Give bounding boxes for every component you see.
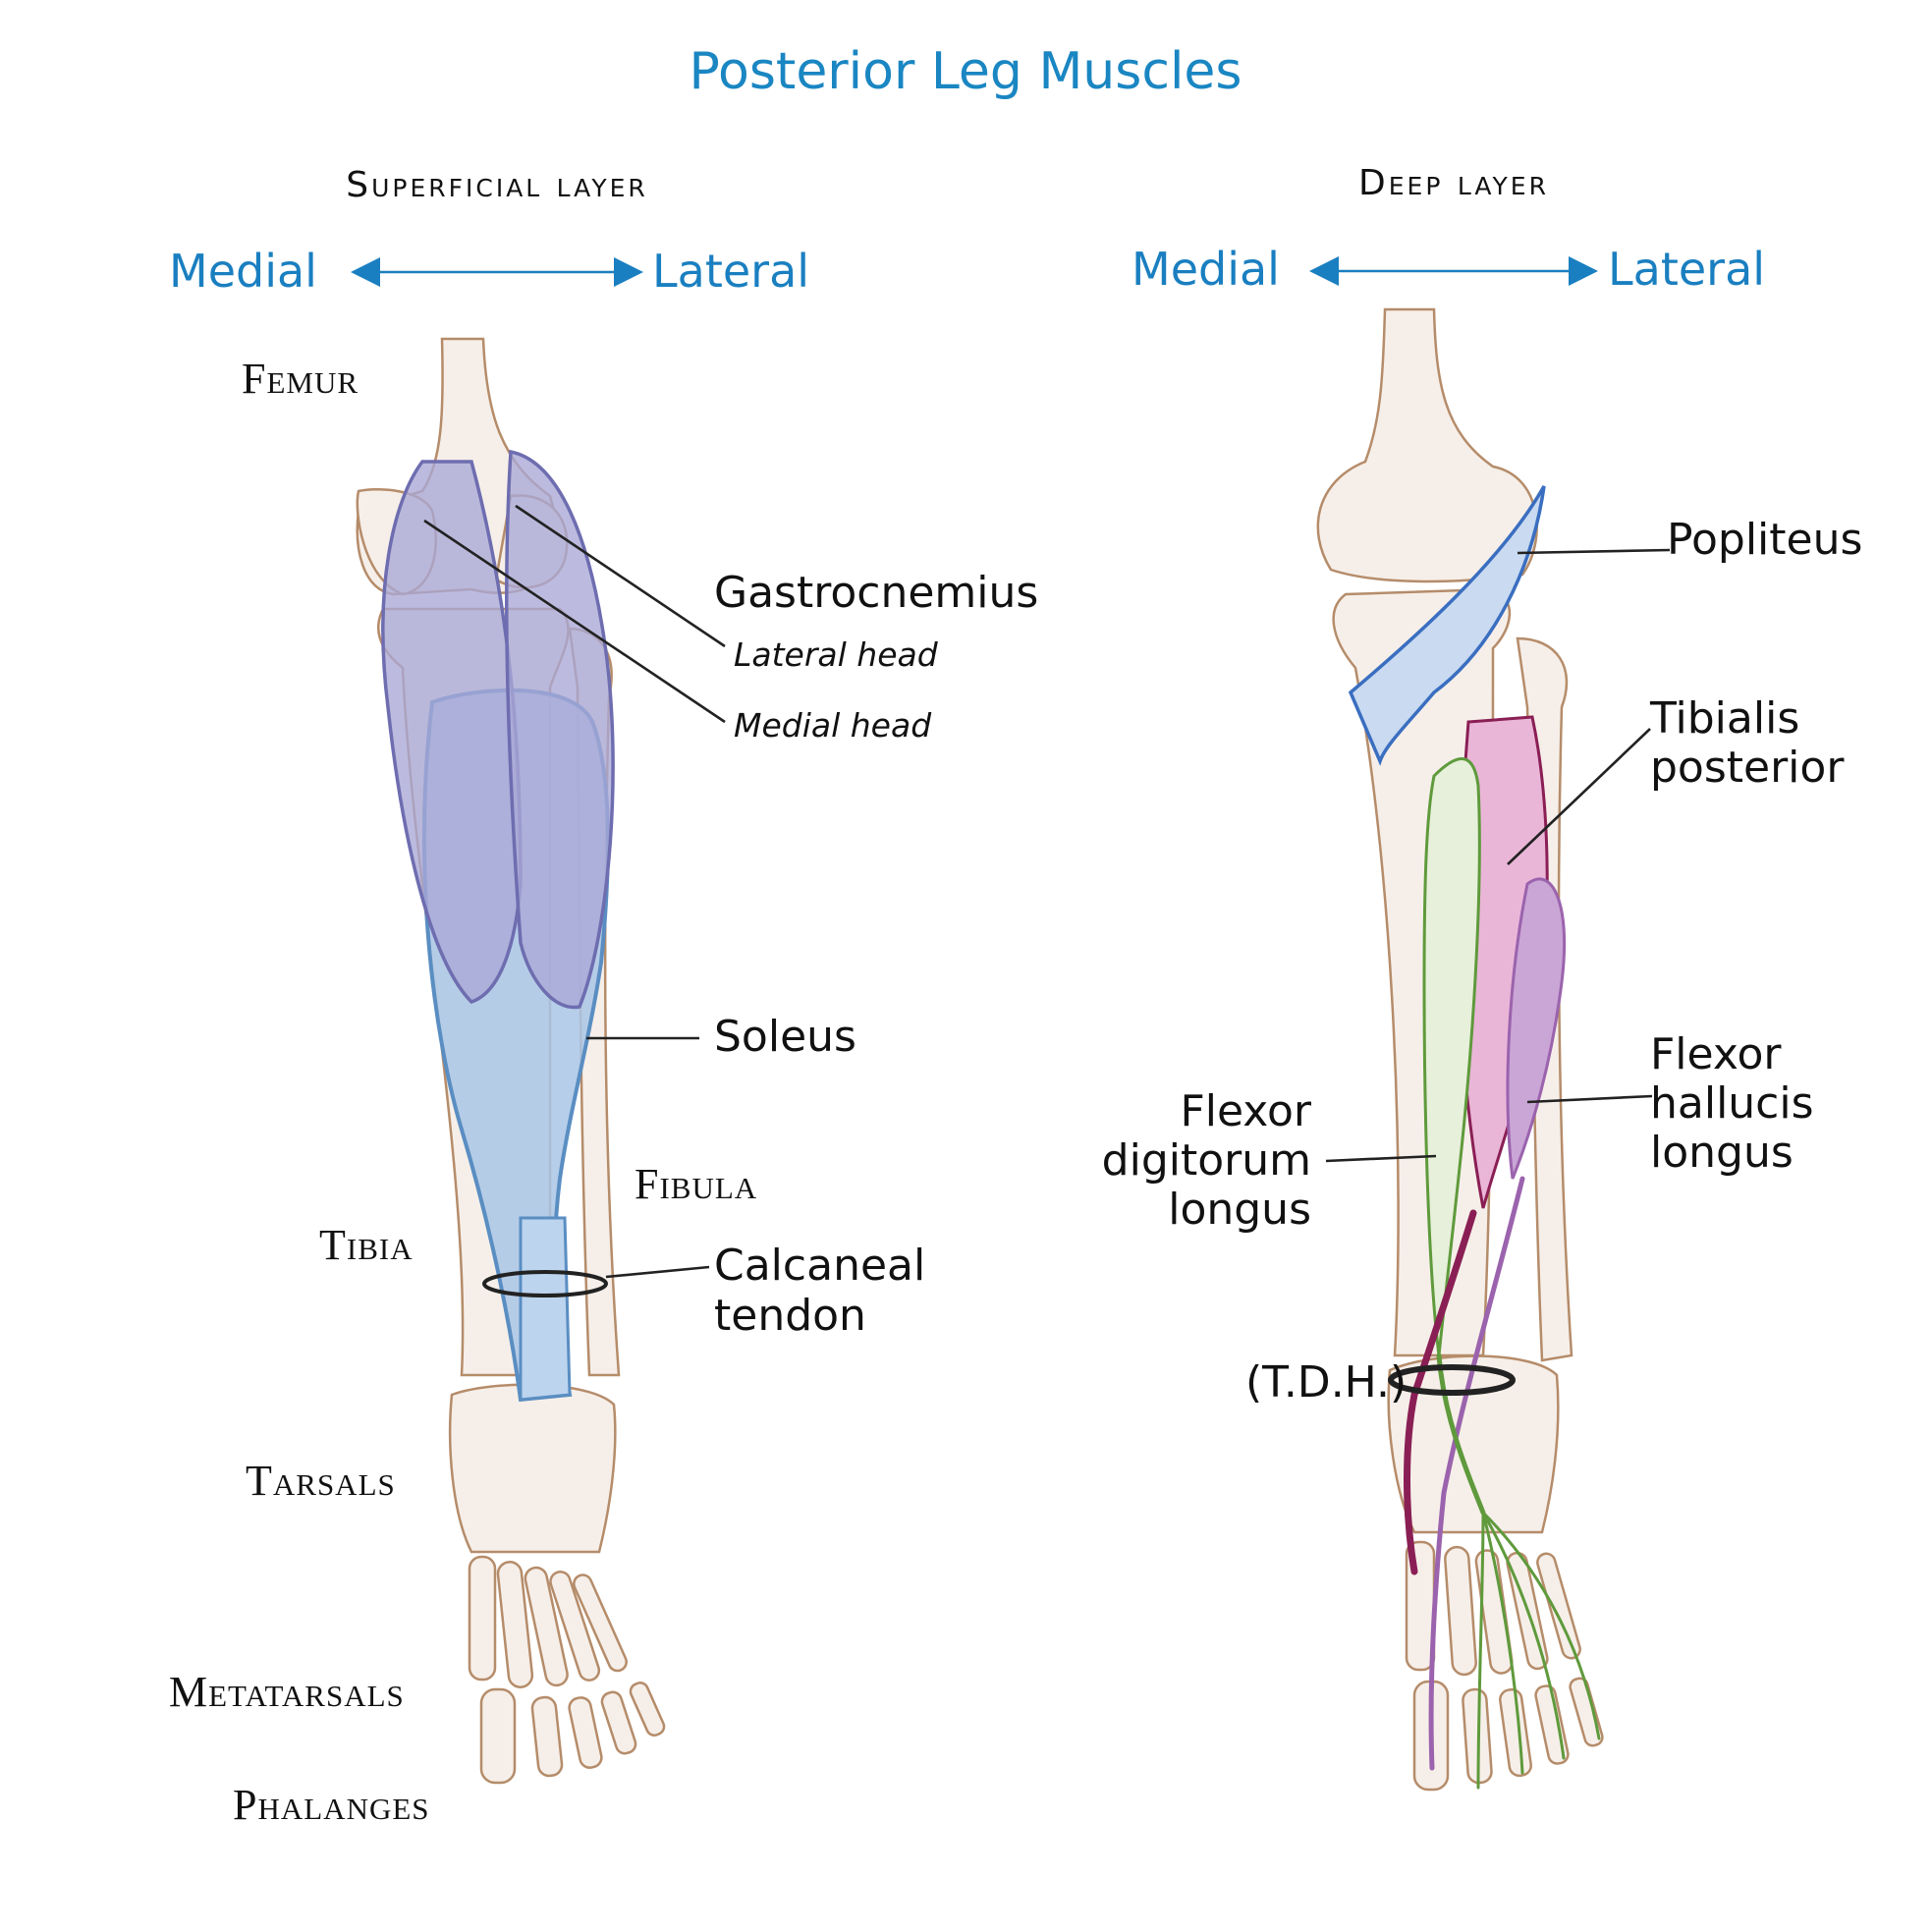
right-labels: Popliteus Tibialis posterior Flexor hall… [1102,515,1863,1408]
flexor-digitorum-longus-tendon [1436,1352,1486,1516]
lateral-head-leader [515,504,726,648]
flexor-digitorum-longus-label-line1: Flexor [1180,1086,1311,1136]
lateral-head-label: Lateral head [734,635,939,674]
flexor-digitorum-longus-label-line3: longus [1168,1185,1311,1235]
tibialis-posterior-label-line1: Tibialis [1649,693,1799,744]
deep-layer-heading: Deep layer [1358,163,1549,203]
flexor-hallucis-longus-label-line2: hallucis [1650,1078,1814,1129]
right-lateral-label: Lateral [1608,243,1765,296]
femur-label: Femur [242,355,359,403]
flexor-digitorum-longus-leader [1325,1154,1437,1163]
fibula-label: Fibula [635,1160,757,1208]
popliteus-leader [1517,548,1671,555]
calcaneal-tendon [519,1216,572,1402]
left-medial-label: Medial [169,245,317,298]
flexor-hallucis-longus-label-line3: longus [1650,1128,1794,1178]
left-tarsals [448,1383,617,1554]
flexor-hallucis-longus-label-line1: Flexor [1650,1029,1782,1079]
left-leader-lines [423,504,726,1279]
superficial-layer-panel: Superficial layer Medial Lateral [169,165,809,1785]
gastrocnemius-label: Gastrocnemius [714,568,1038,618]
popliteus-label: Popliteus [1667,515,1862,565]
right-phalanges [1412,1677,1604,1792]
flexor-hallucis-longus-tendon [1428,1176,1525,1771]
tdh-label: (T.D.H.) [1245,1357,1407,1408]
tibialis-posterior-leader [1507,728,1651,865]
calcaneal-tendon-leader [605,1265,710,1279]
calcaneal-label-line1: Calcaneal [714,1241,925,1291]
left-lateral-label: Lateral [652,245,809,298]
tarsals-label: Tarsals [246,1457,396,1505]
tdh-marker [1388,1364,1516,1396]
right-femur [1316,307,1538,583]
left-phalanges [479,1682,666,1785]
medial-head-label: Medial head [734,706,932,745]
phalanges-label: Phalanges [233,1781,430,1829]
tibialis-posterior-label-line2: posterior [1650,743,1845,793]
metatarsals-label: Metatarsals [169,1668,405,1716]
flexor-hallucis-longus-muscle [1506,877,1567,1180]
flexor-hallucis-longus-leader [1526,1094,1653,1104]
right-tarsals [1387,1354,1560,1534]
flexor-digitorum-longus-label-line2: digitorum [1102,1135,1311,1186]
left-metatarsals [468,1555,628,1688]
deep-layer-panel: Deep layer Medial Lateral [1132,163,1765,1792]
left-labels: Femur Fibula Tibia Tarsals Metatarsals P… [169,355,1038,1829]
medial-head-leader [423,519,726,724]
gastrocnemius-lateral-head [505,449,615,1010]
soleus-label: Soleus [714,1012,856,1062]
superficial-layer-heading: Superficial layer [346,165,648,205]
tibialis-posterior-tendon [1404,1209,1477,1575]
calcaneal-label-line2: tendon [714,1291,866,1341]
right-medial-label: Medial [1132,243,1280,296]
popliteus-muscle [1348,485,1546,766]
page-title: Posterior Leg Muscles [690,42,1242,101]
calcaneal-tendon-marker [482,1270,608,1297]
tibia-label: Tibia [319,1221,414,1269]
flexor-digitorum-longus-toe-tendons [1476,1511,1601,1790]
right-leader-lines [1325,548,1671,1163]
